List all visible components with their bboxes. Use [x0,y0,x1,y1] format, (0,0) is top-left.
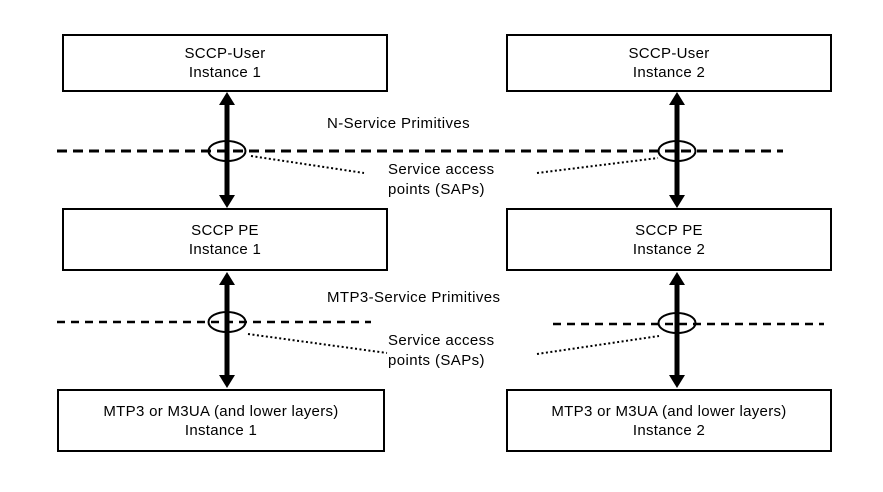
arrow-sccp-user-2-to-sccp-pe-2 [669,92,685,208]
sap-ellipse-lower-right [657,312,697,334]
label-sap-lower-line1: Service access [388,332,495,349]
sap-leader-upper-left [250,155,365,174]
label-mtp3-service-primitives: MTP3-Service Primitives [327,289,501,306]
box-instance: Instance 1 [184,421,258,439]
box-title: SCCP-User [628,45,710,62]
box-sccp-user-instance-1: SCCP-User Instance 1 [62,34,388,92]
sap-leader-lower-right [536,335,660,355]
sap-ellipse-upper-left [207,140,247,162]
box-instance: Instance 1 [188,64,262,81]
label-sap-lower-line2: points (SAPs) [388,352,485,369]
arrow-sccp-user-1-to-sccp-pe-1 [219,92,235,208]
sap-leader-upper-right [536,157,659,174]
box-sccp-pe-instance-1: SCCP PE Instance 1 [62,208,388,271]
label-n-service-primitives: N-Service Primitives [327,115,471,132]
label-sap-upper-line1: Service access [388,161,495,178]
box-sccp-user-instance-2: SCCP-User Instance 2 [506,34,832,92]
label-sap-upper: Service access points (SAPs) [388,160,494,200]
arrow-sccp-pe-2-to-mtp3-2 [669,272,685,388]
arrow-sccp-pe-1-to-mtp3-1 [219,272,235,388]
sap-ellipse-upper-right [657,140,697,162]
box-instance: Instance 2 [632,64,706,81]
sap-leader-lower-left [247,333,388,354]
box-title: SCCP PE [635,221,703,239]
box-instance: Instance 2 [632,240,706,258]
box-title: SCCP PE [191,221,259,239]
sap-ellipse-lower-left [207,311,247,333]
label-sap-lower: Service access points (SAPs) [388,331,494,371]
box-mtp3-instance-1: MTP3 or M3UA (and lower layers) Instance… [57,389,385,452]
box-sccp-pe-instance-2: SCCP PE Instance 2 [506,208,832,271]
box-mtp3-instance-2: MTP3 or M3UA (and lower layers) Instance… [506,389,832,452]
box-title: SCCP-User [184,45,266,62]
box-title: MTP3 or M3UA (and lower layers) [551,402,787,420]
box-title: MTP3 or M3UA (and lower layers) [103,402,339,420]
label-sap-upper-line2: points (SAPs) [388,181,485,198]
box-instance: Instance 1 [188,240,262,258]
box-instance: Instance 2 [632,421,706,439]
